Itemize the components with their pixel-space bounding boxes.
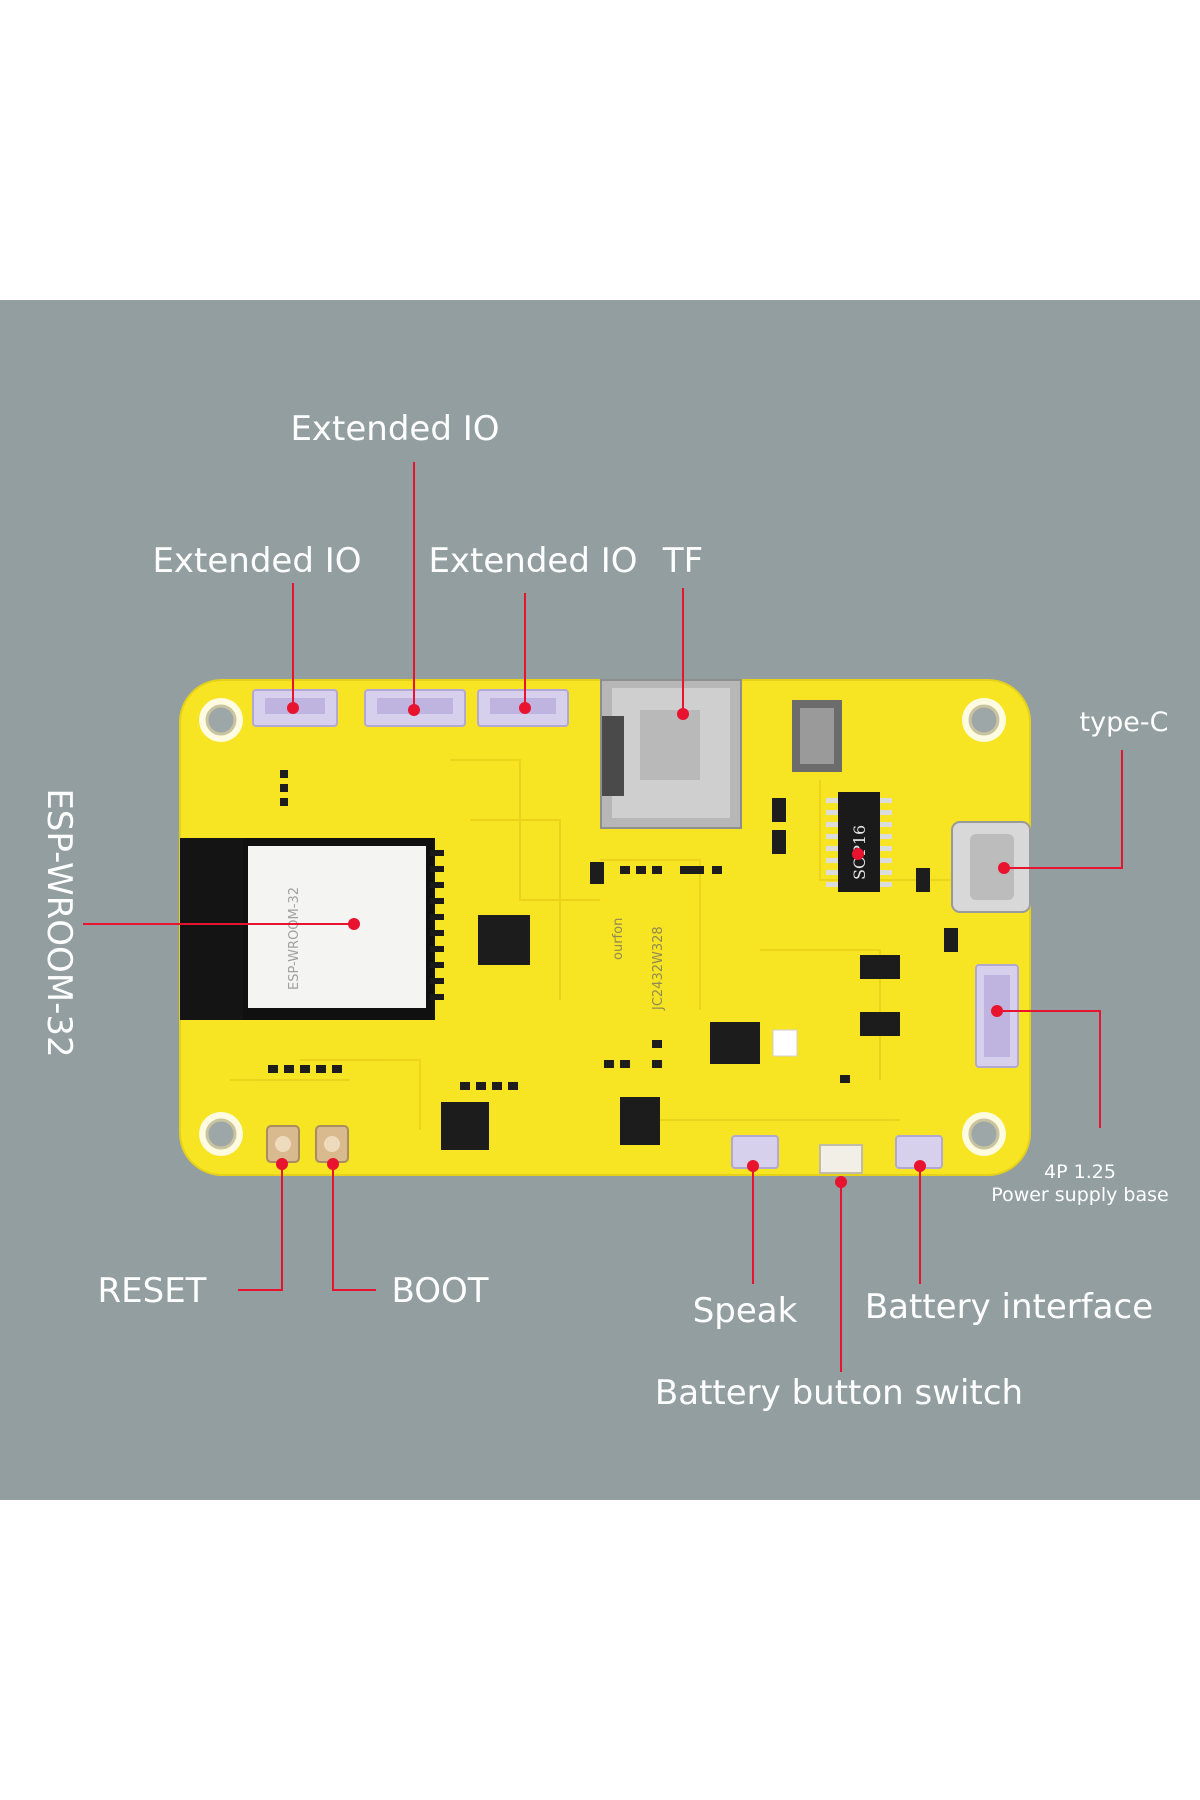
esp-wroom-32-module: ESP-WROOM-32 xyxy=(180,838,444,1020)
module-print: ESP-WROOM-32 xyxy=(287,887,302,990)
label-battery-button-switch: Battery button switch xyxy=(655,1373,1023,1413)
label-type-c: type-C xyxy=(1080,707,1169,738)
label-tf: TF xyxy=(662,541,703,581)
label-power-line1: 4P 1.25 xyxy=(1044,1161,1116,1183)
label-extended-io-mid: Extended IO xyxy=(428,541,637,581)
sop16-chip: SOP16 xyxy=(826,792,892,892)
mounting-hole-bottom-left xyxy=(199,1112,243,1156)
mounting-hole-bottom-right xyxy=(962,1112,1006,1156)
label-reset: RESET xyxy=(98,1271,207,1311)
leader-type-c xyxy=(1004,750,1123,869)
label-battery-interface: Battery interface xyxy=(865,1287,1153,1327)
label-extended-io-top: Extended IO xyxy=(290,409,499,449)
label-esp-module: ESP-WROOM-32 xyxy=(39,788,79,1057)
chip-qfn xyxy=(441,915,900,1150)
label-extended-io-left: Extended IO xyxy=(152,541,361,581)
tf-card-slot xyxy=(600,679,742,829)
reset-button xyxy=(266,1125,300,1163)
smd-components xyxy=(268,770,958,1090)
mounting-hole-top-right xyxy=(962,698,1006,742)
leader-power-supply xyxy=(997,1010,1101,1128)
label-speak: Speak xyxy=(693,1291,798,1331)
side-connector xyxy=(792,700,842,772)
brand-print: ourfon xyxy=(611,918,626,960)
type-c-port xyxy=(951,821,1031,913)
model-print: JC2432W328 xyxy=(651,926,666,1011)
leader-reset xyxy=(238,1164,283,1291)
label-boot: BOOT xyxy=(391,1271,488,1311)
leader-boot xyxy=(332,1164,376,1291)
mounting-hole-top-left xyxy=(199,698,243,742)
label-power-line2: Power supply base xyxy=(991,1184,1168,1206)
leader-dots xyxy=(276,702,1010,1188)
led xyxy=(772,1029,798,1057)
battery-switch xyxy=(819,1144,863,1174)
boot-button xyxy=(315,1125,349,1163)
leader-lines xyxy=(83,462,1123,1372)
